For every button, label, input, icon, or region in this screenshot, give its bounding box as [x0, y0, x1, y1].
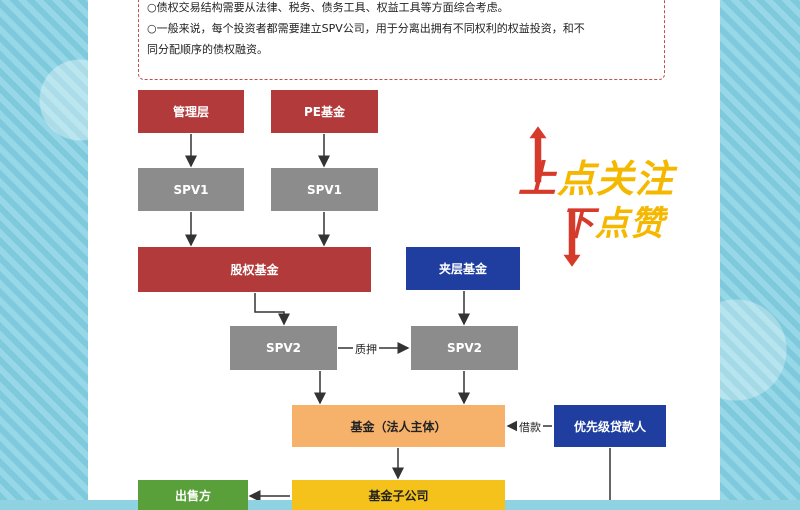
promo-down-text: 点赞 — [595, 204, 665, 244]
promo-down-char: 下 — [560, 204, 595, 244]
edge-equity-spv2 — [254, 293, 290, 326]
edge-label-loan: 借款 — [517, 419, 543, 435]
note-line-1: ○债权交易结构需要从法律、税务、债务工具、权益工具等方面综合考虑。 — [147, 1, 509, 14]
node-spv2-left: SPV2 — [230, 326, 337, 370]
node-equity-fund: 股权基金 — [138, 247, 371, 292]
promo-up-text: 点关注 — [557, 157, 675, 201]
promo-up-char: 上 — [518, 157, 558, 201]
node-subsidiary: 基金子公司 — [292, 480, 505, 510]
promo-like: 下点赞 — [560, 196, 665, 245]
promo-down-arrow — [560, 209, 584, 270]
note-line-2: ○一般来说，每个投资者都需要建立SPV公司，用于分离出拥有不同权利的权益投资，和… — [147, 22, 585, 35]
node-pe-fund: PE基金 — [271, 90, 378, 133]
promo-follow: 上点关注 — [518, 148, 674, 203]
node-seller: 出售方 — [138, 480, 248, 510]
promo-up-arrow — [526, 123, 550, 184]
node-senior-lender: 优先级贷款人 — [554, 405, 666, 447]
node-mgmt: 管理层 — [138, 90, 244, 133]
node-mezz-fund: 夹层基金 — [406, 247, 520, 290]
node-spv1-right: SPV1 — [271, 168, 378, 211]
note-box: ○债权交易结构需要从法律、税务、债务工具、权益工具等方面综合考虑。 ○一般来说，… — [138, 0, 665, 80]
node-spv1-left: SPV1 — [138, 168, 244, 211]
edge-label-pledge: 质押 — [353, 341, 379, 357]
node-spv2-right: SPV2 — [411, 326, 518, 370]
node-fund-legal: 基金（法人主体） — [292, 405, 505, 447]
note-line-3: 同分配顺序的债权融资。 — [147, 43, 268, 56]
